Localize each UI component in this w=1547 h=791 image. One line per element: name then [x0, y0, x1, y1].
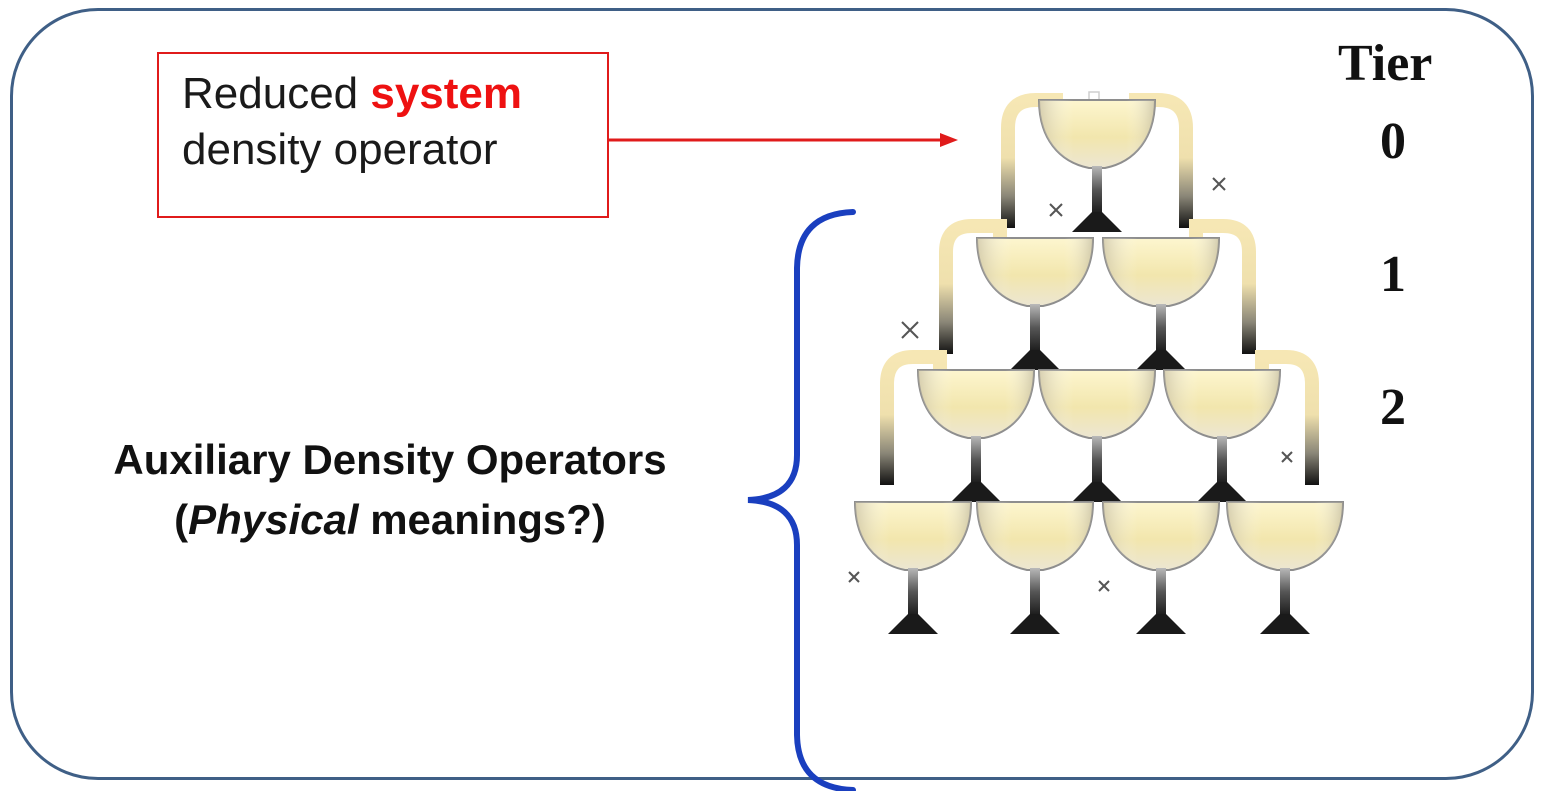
pipe-tier0-right [1129, 93, 1193, 228]
glass-tier2-3 [1162, 369, 1282, 502]
tier-label-1: 1 [1380, 246, 1406, 303]
glass-tier1-1 [975, 237, 1095, 370]
sparkle-mark [848, 571, 860, 583]
pipe-tier1-right [1189, 219, 1256, 354]
glass-tier3-2 [975, 501, 1095, 634]
aux-line2: (Physical meanings?) [174, 496, 606, 543]
glass-pyramid [853, 99, 1345, 634]
sparkle-mark [1281, 451, 1293, 463]
sparkle-mark [1049, 203, 1063, 217]
callout-line1-prefix: Reduced [182, 69, 371, 118]
glass-tier2-2 [1037, 369, 1157, 502]
pipe-tier2-right [1255, 350, 1319, 485]
glass-tier2-1 [916, 369, 1036, 502]
callout-arrowhead [940, 133, 958, 147]
pipe-tier0-left [1001, 93, 1063, 228]
sparkle-mark [1098, 580, 1110, 592]
glass-tier0-1 [1037, 99, 1157, 232]
tier-label-0: 0 [1380, 113, 1406, 170]
aux-italic-physical: Physical [188, 496, 359, 543]
callout-highlight-system: system [370, 69, 523, 118]
tier-header: Tier [1338, 35, 1433, 92]
callout-text: Reduced system density operator [182, 66, 522, 178]
reduced-system-callout: Reduced system density operator [157, 52, 609, 218]
pipe-tier1-left [939, 219, 1007, 354]
glass-tier3-3 [1101, 501, 1221, 634]
pipe-tier2-left [880, 350, 947, 485]
sparkle-mark [1212, 177, 1226, 191]
glass-tier1-2 [1101, 237, 1221, 370]
glass-tier3-1 [853, 501, 973, 634]
aux-line1: Auxiliary Density Operators [113, 436, 667, 483]
sparkle-mark [901, 321, 919, 339]
diagram-frame [10, 8, 1534, 780]
tier-label-2: 2 [1380, 379, 1406, 436]
callout-line2: density operator [182, 125, 498, 174]
auxiliary-operators-label: Auxiliary Density Operators (Physical me… [40, 430, 740, 550]
glass-tier3-4 [1225, 501, 1345, 634]
blue-curly-brace [747, 209, 856, 791]
